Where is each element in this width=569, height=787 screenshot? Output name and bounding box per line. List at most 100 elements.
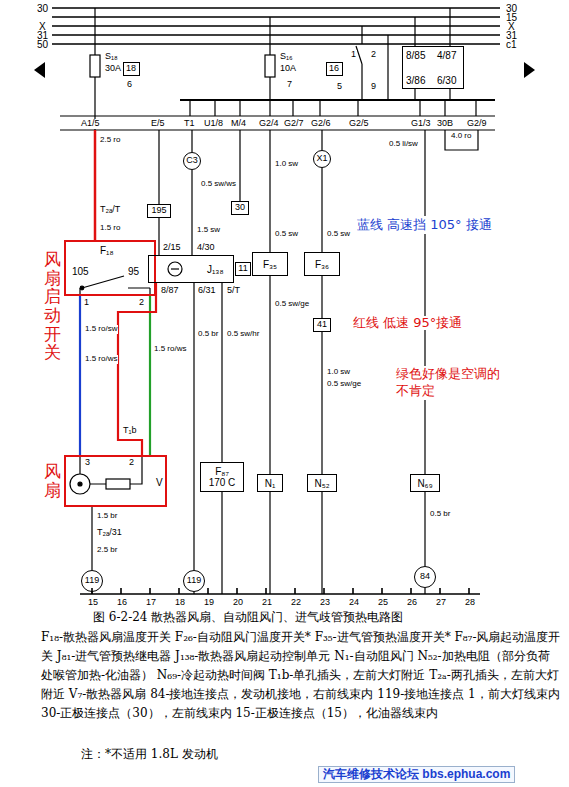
wire-label: 4.0 ro [450, 132, 472, 141]
wire-label: 0.5 sw [274, 230, 299, 239]
pin-label: 9 [370, 82, 377, 92]
wire [321, 276, 322, 318]
wire-label: 0.5 sw/ws [200, 180, 237, 189]
pin-label: 8/87 [160, 286, 180, 296]
component-box: N₁ [257, 474, 283, 492]
node-text: 119 [187, 576, 201, 586]
wire-label: 1.5 ro/ws [84, 355, 118, 364]
wire-label: 1.5 ro/sw [84, 325, 118, 334]
pin-label: 2 [370, 50, 377, 60]
callout-number: 195 [147, 204, 171, 218]
wire-label: 2.5 br [96, 546, 118, 555]
terminal-label: G2/5 [348, 119, 370, 129]
pin-label: 6/31 [197, 286, 217, 296]
temp-switch: F₃₅ [252, 252, 288, 276]
note: 注：*不适用 1.8L 发动机 [80, 748, 219, 761]
motor-symbol [70, 474, 90, 494]
column-number: 24 [348, 598, 360, 608]
bus-label: 50 [36, 39, 49, 50]
wire [79, 296, 81, 455]
caption: 图 6-2-24 散热器风扇、自动阻风门、进气歧管预热电路图 [92, 611, 404, 624]
column-number: 25 [377, 598, 389, 608]
switch-symbol [80, 276, 150, 296]
connector-point: C3 [183, 152, 201, 170]
fuse-symbol [265, 55, 275, 77]
node-text: N₁ [265, 478, 276, 489]
column-number: 27 [435, 598, 447, 608]
nav-arrow [34, 62, 45, 78]
wire [60, 8, 495, 594]
wire [118, 283, 156, 455]
terminal-label: G2/7 [283, 119, 305, 129]
column-number: 20 [232, 598, 244, 608]
pin-label: 2/15 [162, 243, 182, 253]
callout-number: 41 [313, 318, 331, 332]
column-number: 18 [174, 598, 186, 608]
callout-number: 16 [326, 62, 343, 76]
callout-number: 11 [235, 262, 251, 276]
terminal-label: M/4 [230, 119, 247, 129]
pin-label: 1 [350, 50, 357, 60]
pin-label: 30A [104, 64, 122, 74]
wire-label: 1.0 sw [274, 160, 299, 169]
pin-label: T₁b [122, 426, 138, 436]
wire [221, 283, 222, 462]
callout-number: 30 [231, 201, 249, 215]
red-wire [94, 130, 97, 240]
node-text: 11 [238, 264, 247, 274]
pin-label: 5 [336, 82, 343, 92]
motor-center [78, 482, 82, 486]
fan-motor-box: V [64, 455, 167, 507]
column-number: 26 [406, 598, 418, 608]
node-text: 195 [151, 206, 166, 216]
wire [149, 296, 151, 455]
pin-label: 4/30 [196, 243, 216, 253]
terminal-label: G2/9 [466, 119, 488, 129]
wire-label: 0.5 sw/hr [226, 330, 260, 339]
column-number: 15 [87, 598, 99, 608]
node-text: 6/30 [437, 75, 456, 86]
annotation: 风扇 [44, 462, 61, 499]
relay-box: 8/854/873/866/30 [402, 46, 464, 89]
node-text: 30 [235, 203, 245, 213]
column-number: 28 [464, 598, 476, 608]
annotation: 风扇启动开关 [44, 250, 61, 362]
terminal-label: 30B [436, 119, 454, 129]
pin-label: 1 [83, 298, 90, 308]
node-text: V [156, 477, 163, 488]
node-text: F₁₈ [100, 245, 114, 256]
node-text: 84 [420, 572, 430, 582]
wire [321, 168, 322, 252]
pin-label: 2 [128, 458, 135, 468]
bus-label: 30 [36, 3, 49, 14]
node-text: 16 [329, 64, 339, 74]
wire-label: 2.5 ro [99, 136, 121, 145]
node-text: C3 [186, 156, 198, 166]
control-unit-symbol [168, 262, 182, 276]
terminal-label: G2/6 [310, 119, 332, 129]
wire-label: 1.5 sw [196, 226, 221, 235]
resistor-symbol [106, 479, 130, 489]
node-text: 18 [126, 64, 136, 74]
ground-point: 84 [414, 566, 436, 588]
key-text: F₁₈-散热器风扇温度开关 F₂₆-自动阻风门温度开关* F₃₅-进气管预热温度… [40, 628, 562, 723]
pin-label: 10A [279, 64, 297, 74]
switch-contact [80, 286, 84, 290]
node-text: 95 [128, 266, 139, 277]
node-text: N₅₂ [314, 478, 329, 489]
terminal-label: G2/4 [258, 119, 280, 129]
node-text: 105 [72, 266, 89, 277]
switch-box: F₁₈ 105 95 [64, 240, 156, 296]
wire [269, 276, 270, 474]
wire-label: 0.5 sw [326, 230, 351, 239]
wire-label: 0.5 li/sw [388, 140, 419, 149]
node-text: 170 C [209, 477, 236, 488]
fuse-symbol [90, 55, 100, 77]
wire-label: 0.5 br [197, 330, 219, 339]
wire [158, 218, 159, 255]
watermark: 汽车维修技术论坛 bbs.ephua.com [318, 766, 515, 783]
annotation: 蓝线 高速挡 105° 接通 [356, 216, 493, 234]
fan-wiring [80, 455, 142, 484]
wire-label: 1.5 br [96, 512, 118, 521]
